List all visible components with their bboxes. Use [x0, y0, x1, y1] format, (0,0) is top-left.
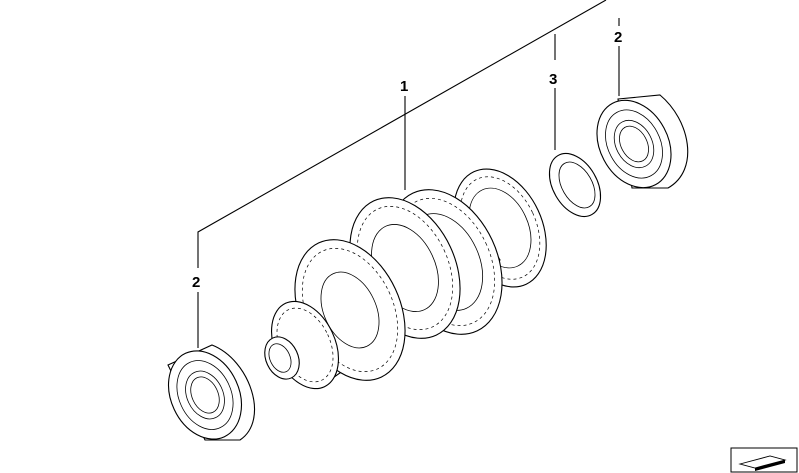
bearing-right	[596, 94, 689, 189]
leader-lines	[197, 0, 620, 348]
callout-part-2-right: 2	[614, 29, 622, 46]
bearing-left	[167, 344, 256, 441]
view-direction-icon	[730, 447, 798, 473]
callout-part-1: 1	[400, 78, 408, 95]
gear-cluster	[264, 168, 547, 390]
callout-part-2-left: 2	[192, 274, 200, 291]
spacer-ring	[548, 153, 602, 217]
callout-part-3: 3	[549, 71, 557, 88]
